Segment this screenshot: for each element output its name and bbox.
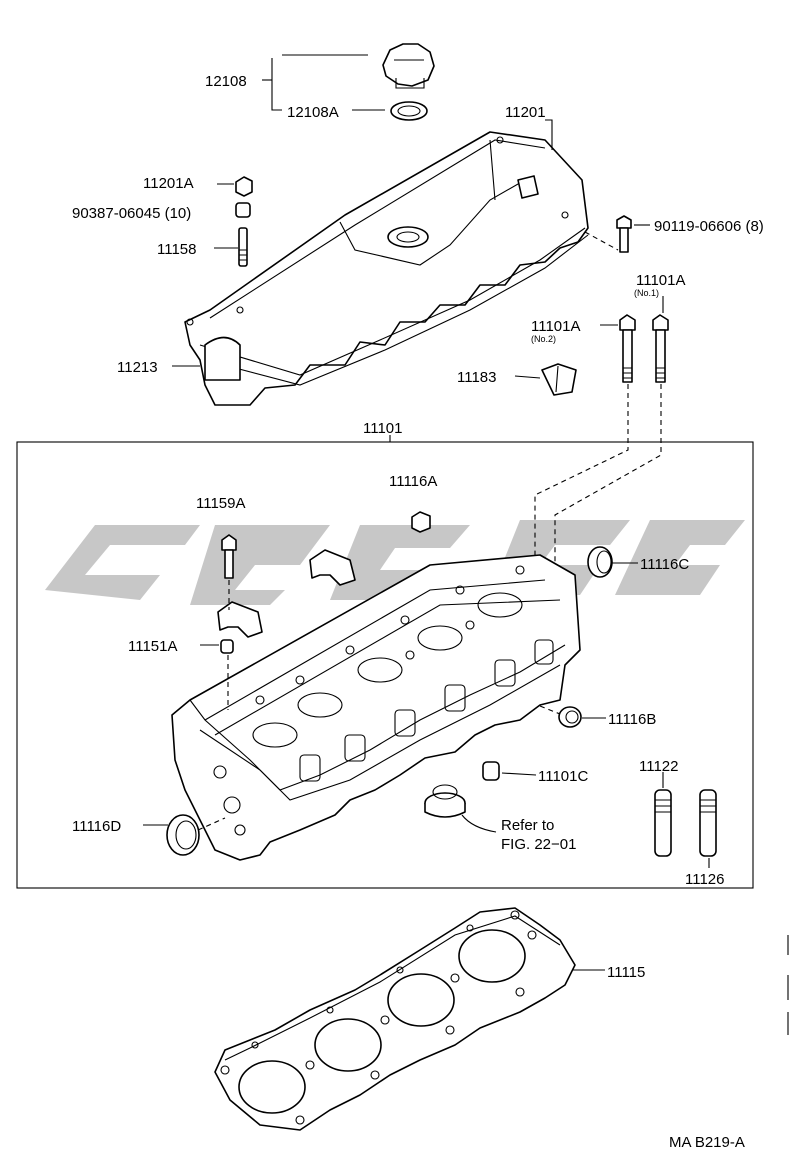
bush-90387 (235, 202, 251, 218)
plug-11116a (411, 511, 431, 533)
valve-guide-11126 (699, 789, 717, 857)
bolt-11159a (221, 534, 237, 579)
label-no2: (No.2) (531, 334, 556, 344)
label-diagram-code: MA B219-A (669, 1134, 745, 1151)
label-11116b: 11116B (608, 711, 656, 728)
label-90387: 90387-06045 (10) (72, 205, 191, 222)
label-11101: 11101 (363, 420, 403, 437)
cylinder-head (171, 554, 581, 861)
label-11201: 11201 (505, 104, 546, 121)
label-11116d: 11116D (72, 818, 121, 835)
refer-part (424, 784, 466, 818)
label-11115: 11115 (607, 964, 645, 981)
dowel-11151a (220, 639, 234, 654)
camshaft-cap-upper (309, 549, 356, 586)
oil-filler-cap (382, 43, 435, 89)
label-fig-22-01: FIG. 22−01 (501, 836, 576, 853)
label-11116a: 11116A (389, 473, 437, 490)
label-12108a: 12108A (287, 104, 339, 121)
seal-11116d (166, 814, 200, 856)
label-11101a-no1: 11101A (636, 272, 686, 289)
plug-11116c (587, 546, 613, 578)
label-11201a: 11201A (143, 175, 194, 192)
label-11213: 11213 (117, 359, 158, 376)
label-11159a: 11159A (196, 495, 246, 512)
label-refer-to: Refer to (501, 817, 554, 834)
label-11116c: 11116C (640, 556, 689, 573)
label-11158: 11158 (157, 241, 197, 258)
part-11183 (541, 363, 577, 396)
label-11101c: 11101C (538, 768, 588, 785)
label-11101a-no2: 11101A (531, 318, 581, 335)
label-90119: 90119-06606 (8) (654, 218, 764, 235)
filler-cap-gasket (390, 101, 428, 121)
cylinder-head-frame (16, 441, 754, 889)
dowel-11101c (482, 761, 500, 781)
label-11122: 11122 (639, 758, 679, 775)
valve-guide-11122 (654, 789, 672, 857)
label-11151a: 11151A (128, 638, 178, 655)
bolt-11101a-no1 (652, 314, 669, 383)
camshaft-cap-11151a (217, 601, 263, 638)
label-11183: 11183 (457, 369, 497, 386)
label-11126: 11126 (685, 871, 725, 888)
plug-11116b (558, 706, 582, 728)
bolt-90119 (616, 215, 632, 253)
head-gasket (214, 907, 576, 1131)
label-12108: 12108 (205, 73, 247, 90)
cylinder-head-cover (184, 131, 589, 406)
grommet-11201a (235, 176, 253, 197)
stud-11158 (238, 227, 248, 267)
label-no1: (No.1) (634, 288, 659, 298)
bolt-11101a-no2 (619, 314, 636, 383)
